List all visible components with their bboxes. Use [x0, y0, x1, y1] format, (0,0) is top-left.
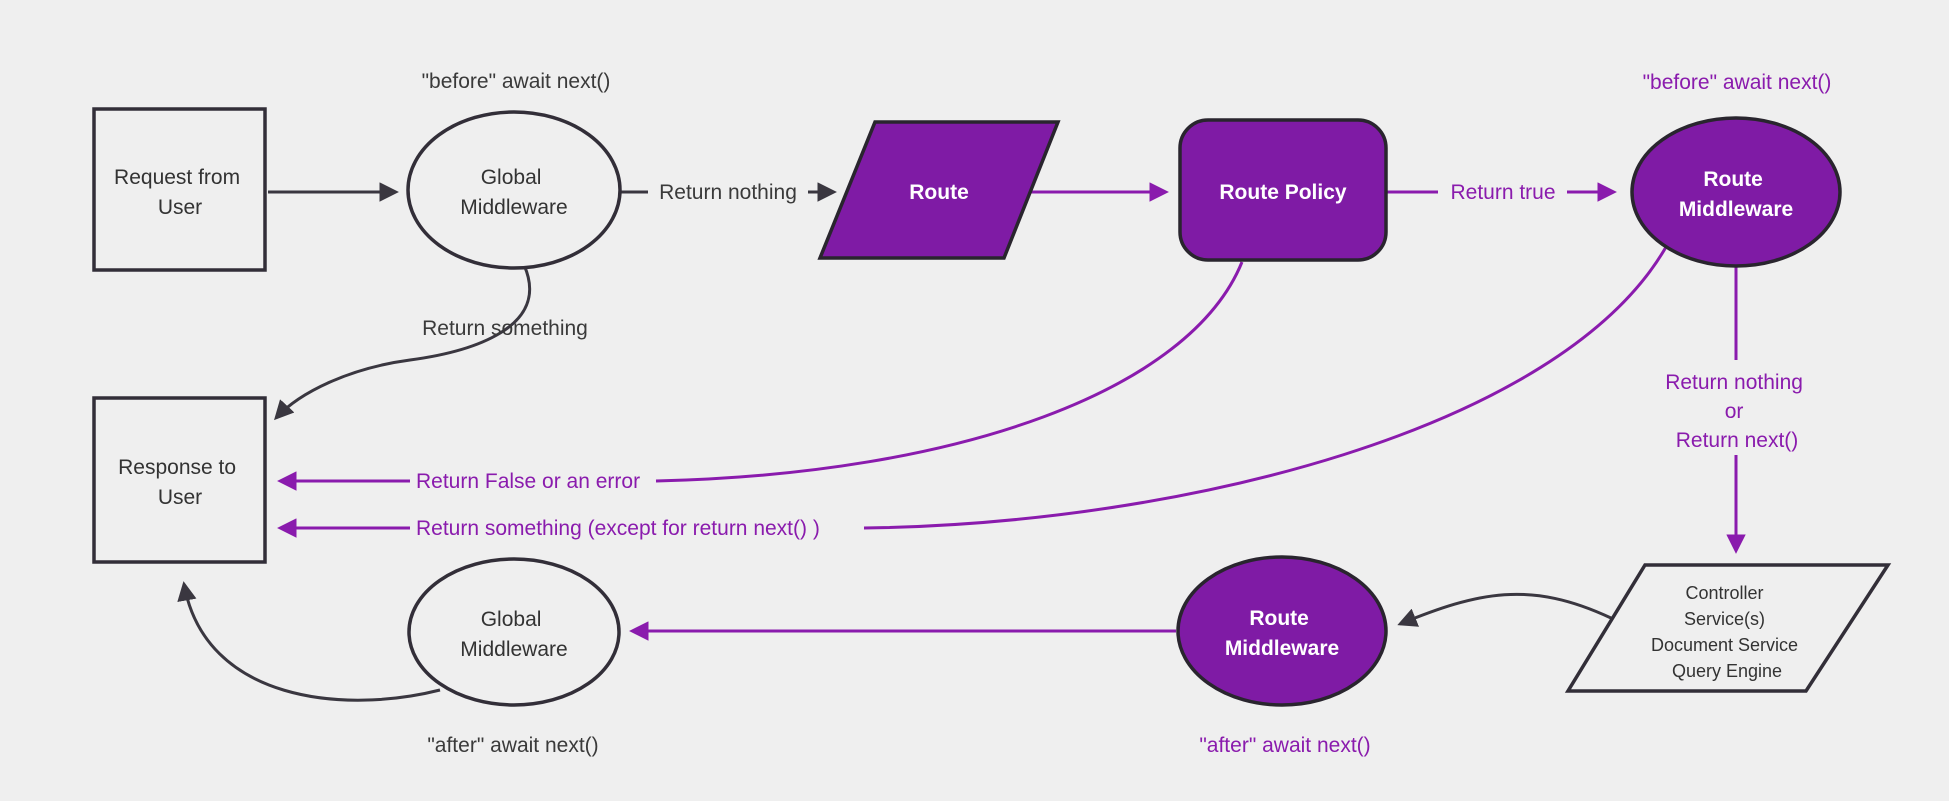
label-return-true: Return true: [1450, 181, 1555, 204]
node-route-policy: [1178, 118, 1388, 262]
node-route-middleware-top: [1630, 116, 1842, 268]
edge-controller-to-route-middleware-bottom: [1397, 592, 1612, 627]
node-global-middleware-top: [406, 110, 622, 270]
label-after-await-bottom-purple: "after" await next(): [1199, 734, 1370, 757]
edge-return-something-to-response: [274, 264, 532, 421]
label-return-something-except: Return something (except for return next…: [416, 517, 820, 540]
label-before-await-right: "before" await next(): [1643, 71, 1832, 94]
label-before-await-top: "before" await next(): [422, 70, 611, 93]
node-global-middleware-bottom: [407, 557, 621, 707]
edge-policy-return-false-curve: [655, 261, 1244, 483]
node-response-to-user-label: Response to User: [118, 456, 242, 509]
node-controller-services: [1564, 563, 1892, 693]
edge-global-middleware-bottom-to-response: [177, 581, 441, 702]
node-global-middleware-bottom-label: Global Middleware: [460, 608, 567, 661]
node-route-middleware-bottom: [1176, 555, 1388, 707]
node-controller-services-label: Controller Service(s) Document Service Q…: [1651, 583, 1803, 681]
node-response-to-user: [92, 396, 267, 564]
node-request-from-user-label: Request from User: [114, 166, 246, 219]
label-return-something-top: Return something: [422, 317, 588, 340]
edge-route-middleware-return-something-curve: [863, 246, 1668, 530]
label-return-nothing-mid: Return nothing or Return next(): [1665, 371, 1809, 452]
node-route: [817, 120, 1061, 260]
node-route-middleware-top-label: Route Middleware: [1679, 168, 1793, 221]
node-global-middleware-top-label: Global Middleware: [460, 166, 567, 219]
node-route-middleware-bottom-label: Route Middleware: [1225, 607, 1339, 660]
node-route-policy-label: Route Policy: [1219, 181, 1347, 204]
node-request-from-user: [92, 107, 267, 272]
label-after-await-bottom-dark: "after" await next(): [427, 734, 598, 757]
label-return-false-error: Return False or an error: [416, 470, 640, 493]
node-route-label: Route: [909, 181, 969, 204]
label-return-nothing-top: Return nothing: [659, 181, 797, 204]
